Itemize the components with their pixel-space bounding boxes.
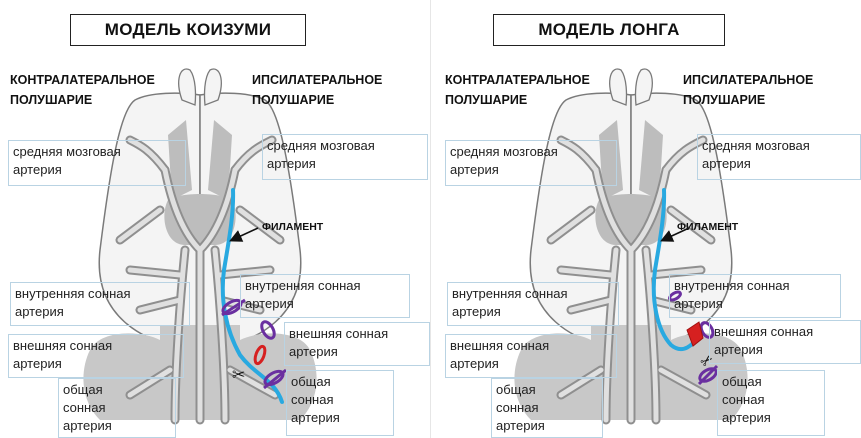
olfactory-bulb-right xyxy=(205,69,222,105)
scissors-icon: ✂ xyxy=(232,365,245,384)
olfactory-bulb-right xyxy=(636,69,653,105)
filament-label: ФИЛАМЕНТ xyxy=(677,221,738,233)
olfactory-bulb-left xyxy=(610,69,627,105)
olfactory-bulb-left xyxy=(179,69,196,105)
filament-label: ФИЛАМЕНТ xyxy=(262,221,323,233)
model-title: МОДЕЛЬ ЛОНГА xyxy=(493,14,725,46)
model-title: МОДЕЛЬ КОИЗУМИ xyxy=(70,14,306,46)
